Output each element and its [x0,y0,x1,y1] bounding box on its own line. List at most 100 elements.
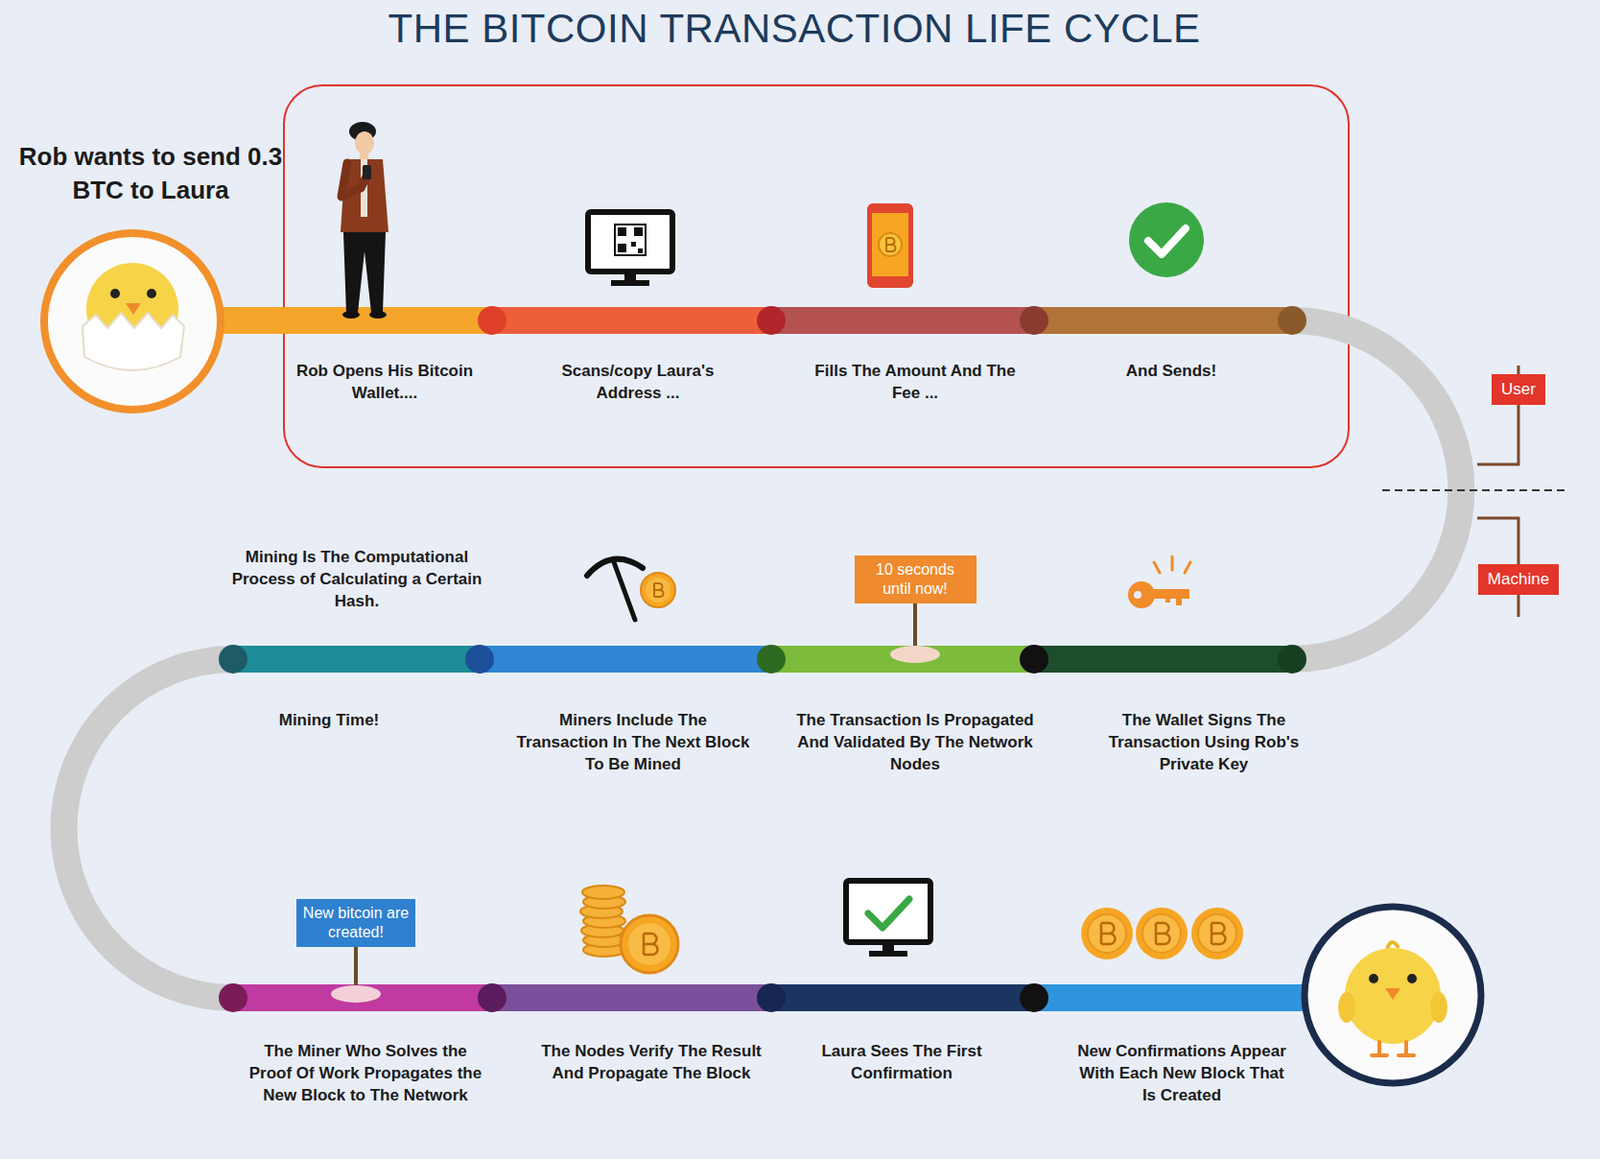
qr-code [637,248,643,254]
step-label: The Nodes Verify The Result And Propagat… [541,1040,762,1085]
coin-icon [1142,914,1181,953]
step-label: New Confirmations Appear With Each New B… [1073,1040,1291,1107]
coin-icon [628,922,671,965]
bitcoin-symbol [886,237,896,252]
qr-code [617,227,627,236]
step-label: Mining Time! [233,709,425,732]
step-label: Miners Include The Transaction In The Ne… [513,709,753,777]
qr-code [631,241,636,247]
check-mark [1148,228,1186,255]
chick-body [1344,947,1441,1044]
road-segment [771,984,1035,1012]
step-label: Laura Sees The First Confirmation [796,1040,1008,1085]
coin-icon [1081,907,1133,960]
monitor-stand [624,271,636,282]
label-box: The Transaction Is Propagated And Valida… [795,709,1036,777]
sign-box: New bitcoin are created! [296,898,416,947]
sign-base [890,645,941,663]
step-label: The Miner Who Solves the Proof Of Work P… [245,1040,486,1107]
node-text: User [1501,378,1536,400]
node-text: 10 seconds until now! [860,560,971,599]
phone-icon [867,203,914,288]
road-dot [1277,305,1307,335]
bitcoin-symbol [1211,922,1226,944]
title-box: THE BITCOIN TRANSACTION LIFE CYCLE [218,5,1370,52]
chick-beak [1385,988,1401,1000]
coin-icon [1198,914,1237,953]
key-hole [1133,590,1142,599]
man-face [354,131,375,155]
monitor-base [611,280,650,286]
road-dot [1019,644,1049,674]
chick-feet [1371,1041,1414,1056]
coin-icon [620,915,679,973]
road-dot [756,305,786,335]
road-segment [1034,645,1293,673]
man-neck [359,151,369,161]
road-dot [218,644,248,674]
label-box: Rob Opens His Bitcoin Wallet.... [279,360,491,405]
key-tooth [1165,596,1171,603]
egg-shell [82,312,185,371]
label-box: New Confirmations Appear With Each New B… [1073,1040,1291,1107]
step-label: Scans/copy Laura's Address ... [532,360,744,405]
sign-base [330,985,381,1003]
label-box: Miners Include The Transaction In The Ne… [513,709,753,777]
chick-wing [1338,991,1356,1023]
road-dot [756,644,786,674]
road-segment [479,645,772,673]
bitcoin-symbol [1101,922,1116,944]
chick-eye [1407,973,1417,984]
label-box: Fills The Amount And The Fee ... [809,360,1021,405]
man-phone [362,164,372,180]
chick-eye [110,288,120,299]
label-box: The Wallet Signs The Transaction Using R… [1088,709,1319,777]
intro-label: Rob wants to send 0.3 BTC to Laura [16,140,285,208]
monitor-icon [846,880,931,942]
monitor-stand [882,941,895,952]
road-dot [218,983,248,1012]
key-tooth [1176,596,1182,606]
man-shoe [369,310,387,319]
coin-icon [1087,914,1127,953]
road-segment [771,645,1035,673]
flag-box: Machine [1478,564,1559,594]
step-label: And Sends! [1075,360,1268,383]
label-box: Scans/copy Laura's Address ... [532,360,744,405]
chick-eye [146,288,157,299]
label-box: Mining Is The Computational Process of C… [222,546,492,613]
chick-eye [1368,973,1379,984]
pickaxe-handle [613,562,636,620]
label-box: Rob wants to send 0.3 BTC to Laura [16,140,285,208]
key-rays [1153,556,1191,573]
monitor-icon [588,211,673,272]
coin-icon [645,577,671,603]
node-text: New bitcoin are created! [302,903,410,942]
coin-icon [1191,907,1244,960]
step-label: The Transaction Is Propagated And Valida… [795,709,1036,777]
coin-icon [1135,907,1188,960]
road-dot [756,983,786,1012]
road-segment [1034,984,1315,1012]
qr-code [634,227,643,236]
label-box: Laura Sees The First Confirmation [796,1040,1008,1085]
coin-icon [878,233,902,257]
road-segment [211,306,493,334]
chick-wing [1430,991,1448,1023]
chick-beak [125,303,142,315]
road-segment [233,645,480,673]
divider-line [1382,489,1567,492]
step-label: The Wallet Signs The Transaction Using R… [1088,709,1319,777]
bitcoin-symbol [1155,922,1171,944]
road-dot [465,644,495,674]
node-text: Machine [1487,568,1550,589]
road-dot [1277,644,1307,674]
road-segment [233,984,493,1012]
road-curve [63,658,234,998]
coin-icon [640,572,676,608]
bitcoin-symbol [654,583,664,597]
step-label: Fills The Amount And The Fee ... [809,360,1021,405]
check-icon [1129,202,1204,278]
label-box: And Sends! [1075,360,1268,383]
coin-stack [582,885,625,899]
